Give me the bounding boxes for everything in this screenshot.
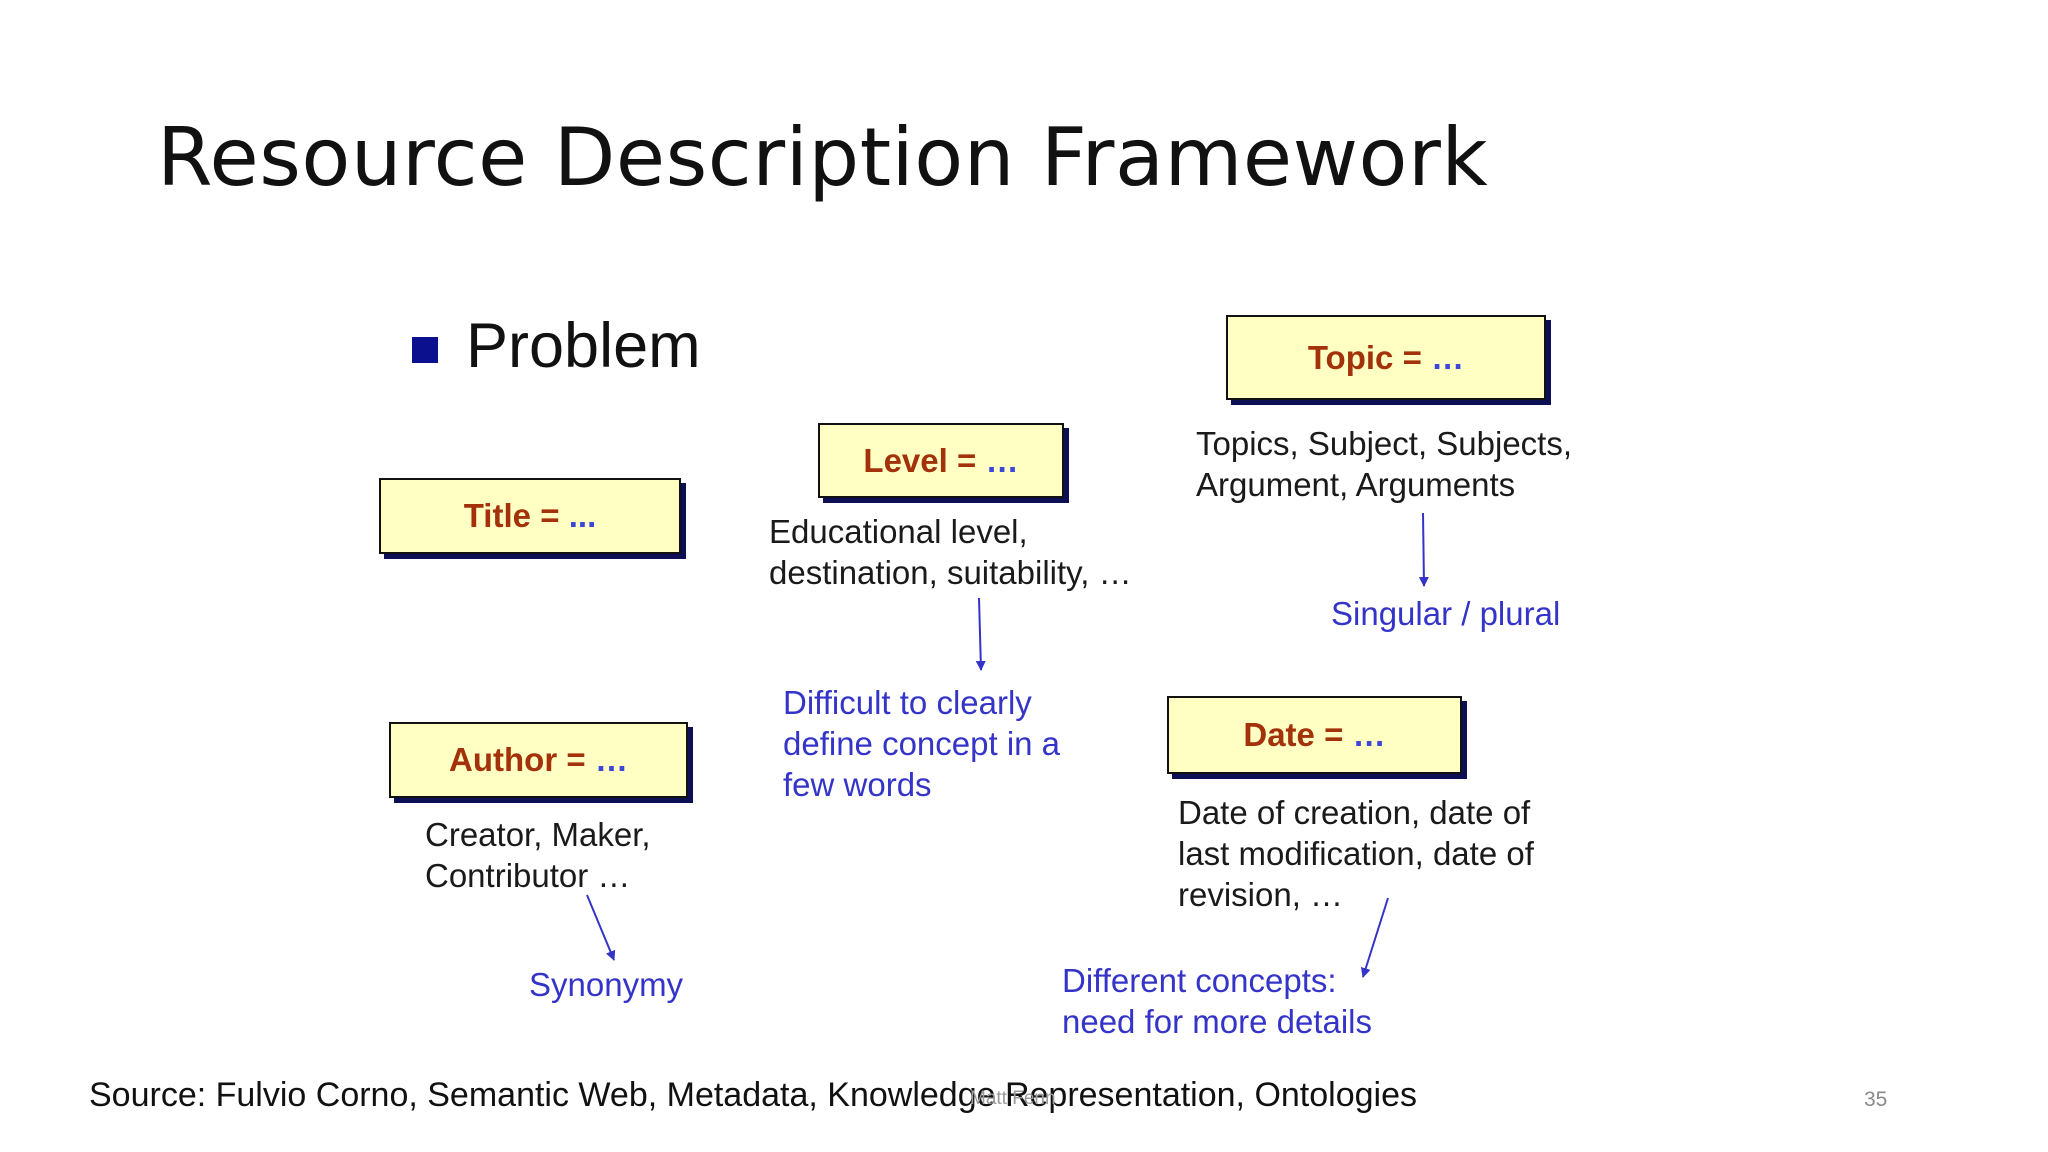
- note-line: define concept in a: [783, 725, 1061, 762]
- author-field-box: Author = …: [389, 722, 688, 798]
- note-line: few words: [783, 766, 932, 803]
- note-line: need for more details: [1062, 1003, 1373, 1040]
- field-ellipsis: …: [594, 741, 628, 778]
- desc-line: Educational level,: [769, 513, 1028, 550]
- field-equals: =: [1402, 338, 1422, 376]
- desc-line: revision, …: [1178, 876, 1344, 913]
- source-citation: Source: Fulvio Corno, Semantic Web, Meta…: [89, 1076, 1417, 1114]
- desc-line: last modification, date of: [1178, 835, 1534, 872]
- level-description: Educational level, destination, suitabil…: [769, 511, 1132, 593]
- field-ellipsis: …: [985, 441, 1019, 479]
- note-line: Singular / plural: [1331, 595, 1561, 632]
- field-name: Date: [1243, 716, 1315, 753]
- level-note: Difficult to clearly define concept in a…: [783, 682, 1060, 805]
- field-name: Author: [449, 741, 558, 778]
- slide-title: Resource Description Framework: [157, 111, 1489, 204]
- field-equals: =: [957, 441, 977, 479]
- desc-line: destination, suitability, …: [769, 554, 1132, 591]
- field-ellipsis: ...: [568, 497, 597, 534]
- date-note: Different concepts: need for more detail…: [1062, 960, 1372, 1042]
- field-equals: =: [540, 497, 560, 534]
- desc-line: Date of creation, date of: [1178, 794, 1531, 831]
- field-ellipsis: …: [1352, 716, 1386, 753]
- bullet-text: Problem: [466, 311, 701, 381]
- field-name: Level: [863, 441, 948, 479]
- author-arrow: [586, 894, 616, 961]
- author-description: Creator, Maker, Contributor …: [425, 814, 651, 896]
- field-name: Topic: [1307, 338, 1394, 376]
- field-name: Title: [463, 497, 531, 534]
- note-line: Synonymy: [529, 966, 684, 1003]
- note-line: Difficult to clearly: [783, 684, 1032, 721]
- desc-line: Argument, Arguments: [1196, 466, 1516, 503]
- topic-description: Topics, Subject, Subjects, Argument, Arg…: [1196, 423, 1572, 505]
- title-field-box: Title = ...: [379, 478, 681, 554]
- field-equals: =: [566, 741, 586, 778]
- topic-arrow: [1418, 512, 1429, 587]
- topic-field-box: Topic = …: [1226, 315, 1546, 400]
- desc-line: Contributor …: [425, 857, 631, 894]
- page-number: 35: [1864, 1088, 1888, 1111]
- desc-line: Creator, Maker,: [425, 816, 651, 853]
- field-ellipsis: …: [1431, 338, 1465, 376]
- footer-text: Matt Fenn: [970, 1088, 1056, 1109]
- desc-line: Topics, Subject, Subjects,: [1196, 425, 1573, 462]
- author-note: Synonymy: [529, 964, 683, 1005]
- bullet-problem: Problem: [412, 310, 701, 382]
- note-line: Different concepts:: [1062, 962, 1337, 999]
- date-description: Date of creation, date of last modificat…: [1178, 792, 1534, 915]
- level-field-box: Level = …: [818, 423, 1064, 498]
- date-field-box: Date = …: [1167, 696, 1462, 774]
- field-equals: =: [1324, 716, 1344, 753]
- level-arrow: [975, 597, 986, 671]
- bullet-square-icon: [412, 337, 438, 363]
- topic-note: Singular / plural: [1331, 593, 1560, 634]
